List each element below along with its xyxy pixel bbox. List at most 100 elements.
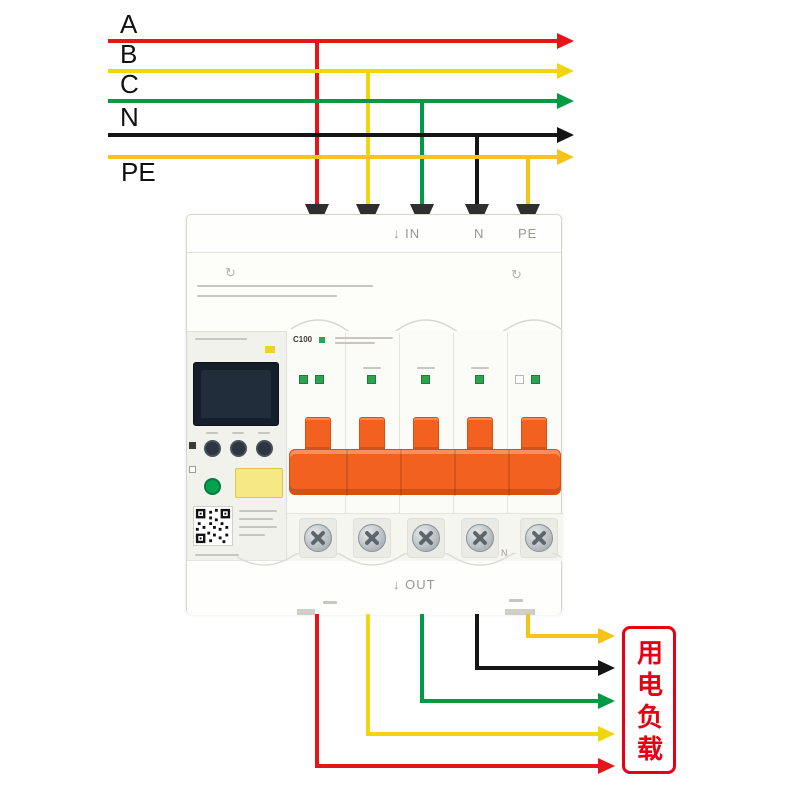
out-pe-arrowhead <box>598 628 615 644</box>
wire-c-arrowhead <box>557 93 574 109</box>
wire-n-arrowhead <box>557 127 574 143</box>
device-cover-plate: ↻ ↻ <box>187 253 562 333</box>
scalloped-bottom-edge <box>236 553 562 566</box>
pole-toggle-5 <box>521 417 547 451</box>
pole-separator <box>507 333 508 513</box>
handle-notch <box>454 450 456 496</box>
module-text-placeholder <box>195 554 239 556</box>
wire-a-arrowhead <box>557 33 574 49</box>
status-led <box>475 375 484 384</box>
wire-pe-line <box>108 155 558 159</box>
wire-pe-label: PE <box>121 157 156 187</box>
wire-b-arrowhead <box>557 63 574 79</box>
smart-circuit-breaker: ↓ IN N PE ↻ ↻ <box>186 214 563 615</box>
down-arrow-icon: ↓ <box>393 577 401 592</box>
module-text-placeholder <box>239 518 273 520</box>
wire-b-line <box>108 69 558 73</box>
terminal-screw-1 <box>304 524 332 552</box>
wire-c-line <box>108 99 558 103</box>
lcd-display <box>193 362 279 426</box>
device-top-terminal-strip: ↓ IN N PE <box>187 215 561 253</box>
bottom-n-label: N <box>501 548 508 558</box>
out-a-line <box>315 764 600 768</box>
status-led <box>315 375 324 384</box>
wire-n-line <box>108 133 558 137</box>
side-indicator-light <box>189 466 196 473</box>
side-indicator-dark <box>189 442 196 449</box>
device-bottom-section: ↓ OUT <box>187 553 562 615</box>
yellow-indicator-chip <box>265 346 275 353</box>
out-a-arrowhead <box>598 758 615 774</box>
led-caption-placeholder <box>471 367 489 369</box>
status-led-off <box>515 375 524 384</box>
warning-sticker <box>235 468 283 498</box>
out-a-drop <box>315 614 319 768</box>
module-text-placeholder <box>239 526 277 528</box>
clip-mark <box>509 599 523 602</box>
recycle-icon-left: ↻ <box>225 265 236 280</box>
in-label-group: ↓ IN <box>393 226 420 241</box>
lcd-screen <box>201 370 271 418</box>
module-text-placeholder <box>239 510 277 512</box>
clip-mark <box>323 601 337 604</box>
led-caption-placeholder <box>363 367 381 369</box>
in-label: IN <box>405 226 421 241</box>
terminal-screw-5 <box>525 524 553 552</box>
breaker-handle-bar <box>289 449 561 496</box>
breaker-rating-marking: C100 <box>293 335 313 344</box>
handle-notch <box>400 450 402 496</box>
button-caption-placeholder <box>206 432 218 434</box>
led-caption-placeholder <box>417 367 435 369</box>
module-text-placeholder <box>195 338 247 340</box>
electrical-load-label: 用电负载 <box>633 639 664 767</box>
out-label-group: ↓ OUT <box>393 577 436 592</box>
pole-separator <box>399 333 400 513</box>
pole-separator <box>453 333 454 513</box>
wire-b-label: B <box>120 39 138 69</box>
terminal-screw-3 <box>412 524 440 552</box>
out-n-arrowhead <box>598 660 615 676</box>
pole-toggle-3 <box>413 417 439 451</box>
wire-a-line <box>108 39 558 43</box>
panel-button-1 <box>204 440 221 457</box>
terminal-screw-2 <box>358 524 386 552</box>
wire-n-label: N <box>120 102 139 132</box>
out-n-drop <box>475 614 479 670</box>
wire-a-label: A <box>120 9 138 39</box>
status-led <box>299 375 308 384</box>
out-pe-drop <box>526 614 530 638</box>
status-led <box>367 375 376 384</box>
spec-text-placeholder <box>335 342 375 344</box>
note-text-placeholder <box>197 285 373 287</box>
pole-toggle-1 <box>305 417 331 451</box>
module-text-placeholder <box>239 534 265 536</box>
top-pe-label: PE <box>518 226 538 241</box>
green-test-button <box>204 478 221 495</box>
wire-pe-arrowhead <box>557 149 574 165</box>
button-caption-placeholder <box>258 432 270 434</box>
status-led <box>421 375 430 384</box>
wire-n-drop <box>475 135 479 211</box>
recycle-icon-right: ↻ <box>511 267 522 282</box>
panel-button-2 <box>230 440 247 457</box>
out-b-line <box>366 732 600 736</box>
status-led <box>531 375 540 384</box>
pole-toggle-4 <box>467 417 493 451</box>
out-n-line <box>475 666 600 670</box>
din-rail-tab <box>297 609 315 615</box>
out-b-arrowhead <box>598 726 615 742</box>
handle-notch <box>508 450 510 496</box>
out-c-arrowhead <box>598 693 615 709</box>
device-main-body: C100 <box>187 331 563 561</box>
device-bottom-terminal-strip: N <box>287 513 563 561</box>
din-rail-tab <box>505 609 535 615</box>
spec-text-placeholder <box>335 337 393 339</box>
out-b-drop <box>366 614 370 736</box>
down-arrow-icon: ↓ <box>393 226 401 241</box>
pole-separator <box>345 333 346 513</box>
electrical-load-box: 用电负载 <box>622 626 676 774</box>
out-c-drop <box>420 614 424 703</box>
smart-controller-module <box>187 331 287 561</box>
wire-b-drop <box>366 71 370 211</box>
